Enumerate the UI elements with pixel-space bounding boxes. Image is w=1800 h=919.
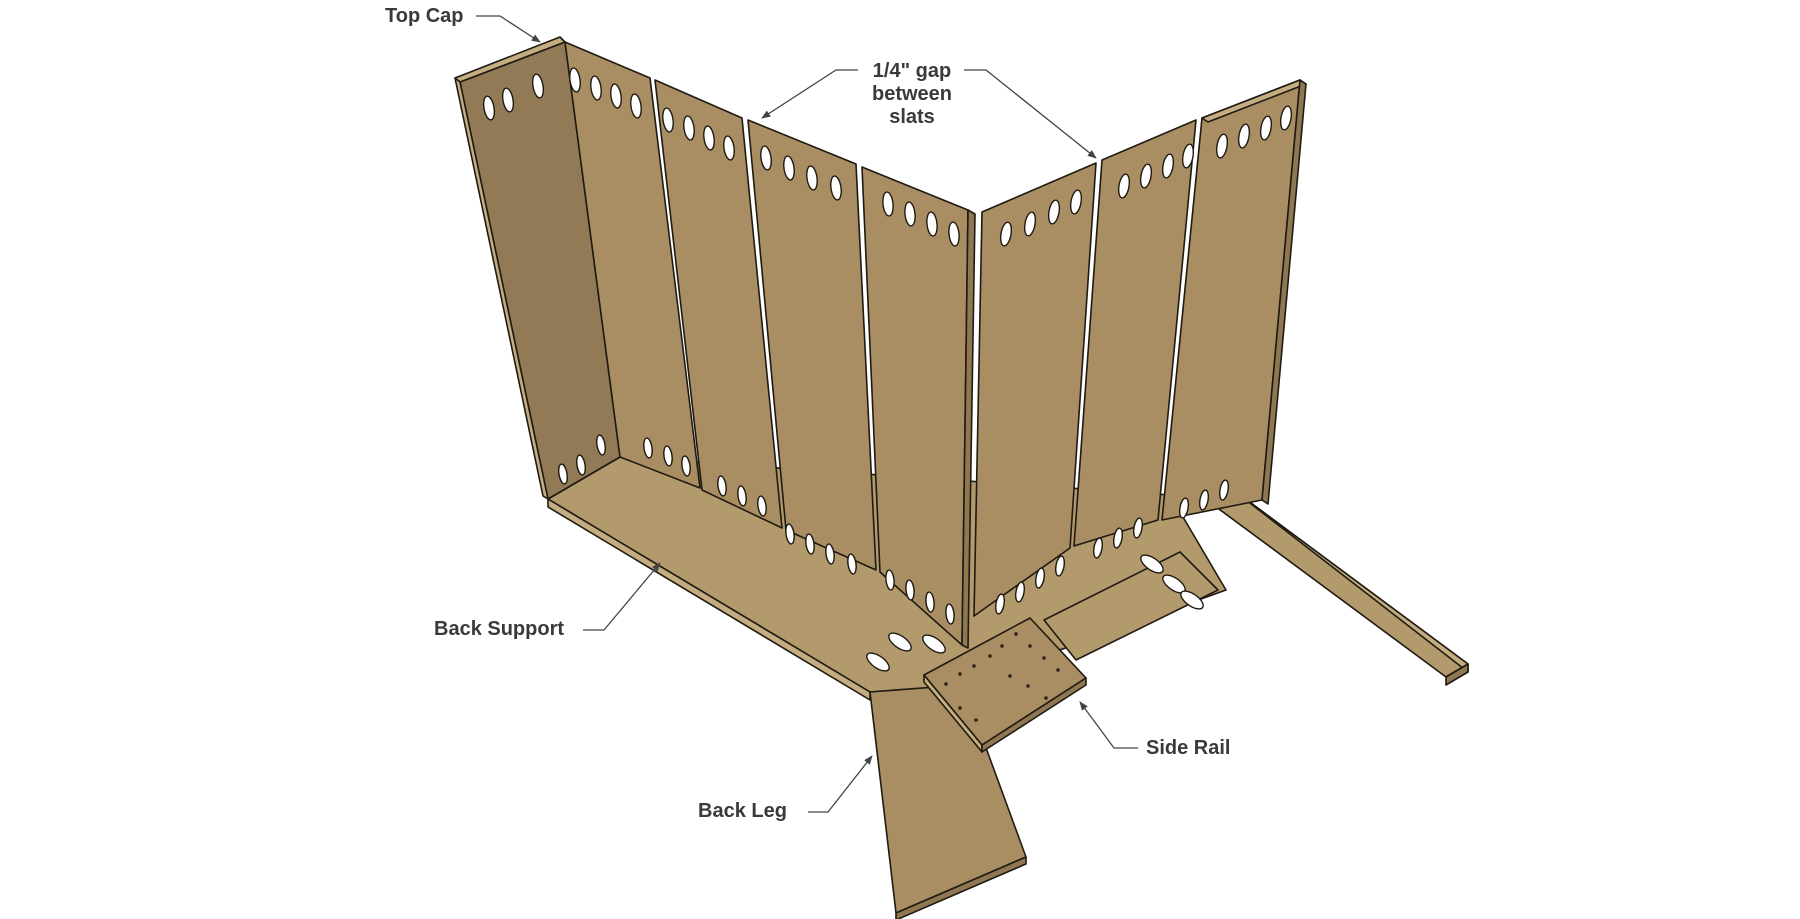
gap-leader-right [964,69,1097,159]
right-foot-board [1199,482,1469,686]
leader-lines [476,15,1138,813]
right-foot-top-face [1199,482,1469,678]
back-support-front-edge [547,498,871,701]
top-cap-label: Top Cap [385,5,464,27]
slat-4-right-edge [961,209,976,649]
slat-2 [654,79,783,529]
slat-gap-label-line-3: slats [889,106,935,128]
slat-gap-label-line-2: between [871,83,953,105]
slat-6 [1073,119,1197,547]
corner-block [923,617,1087,753]
right-foot-end-edge [1445,663,1469,686]
slat-3 [747,119,877,571]
side-rail-label: Side Rail [1146,737,1231,759]
slat-gap-label-line-1: 1/4" gap [872,60,952,82]
pocket-holes [482,67,1293,672]
back-support-label: Back Support [434,618,565,640]
left-panel-front-edge [454,77,549,500]
corner-block-right-edge [981,677,1087,753]
back-leg-label: Back Leg [698,800,787,822]
side-rail-leader [1079,701,1138,749]
back-leg-end-edge [895,856,1027,919]
corner-block-screw-holes [944,632,1060,722]
slat-1 [564,41,701,489]
back-leg-leader [808,755,873,813]
gap-leader-left [761,69,858,119]
slat-7-right-edge [1261,79,1307,505]
slat-5 [973,162,1097,617]
slat-gap-label: 1/4" gap between slats [860,60,964,129]
back-support-leader [583,562,661,631]
back-slats [564,41,1307,649]
top-cap-leader [476,15,541,43]
right-foot-front-edge [1223,482,1469,673]
